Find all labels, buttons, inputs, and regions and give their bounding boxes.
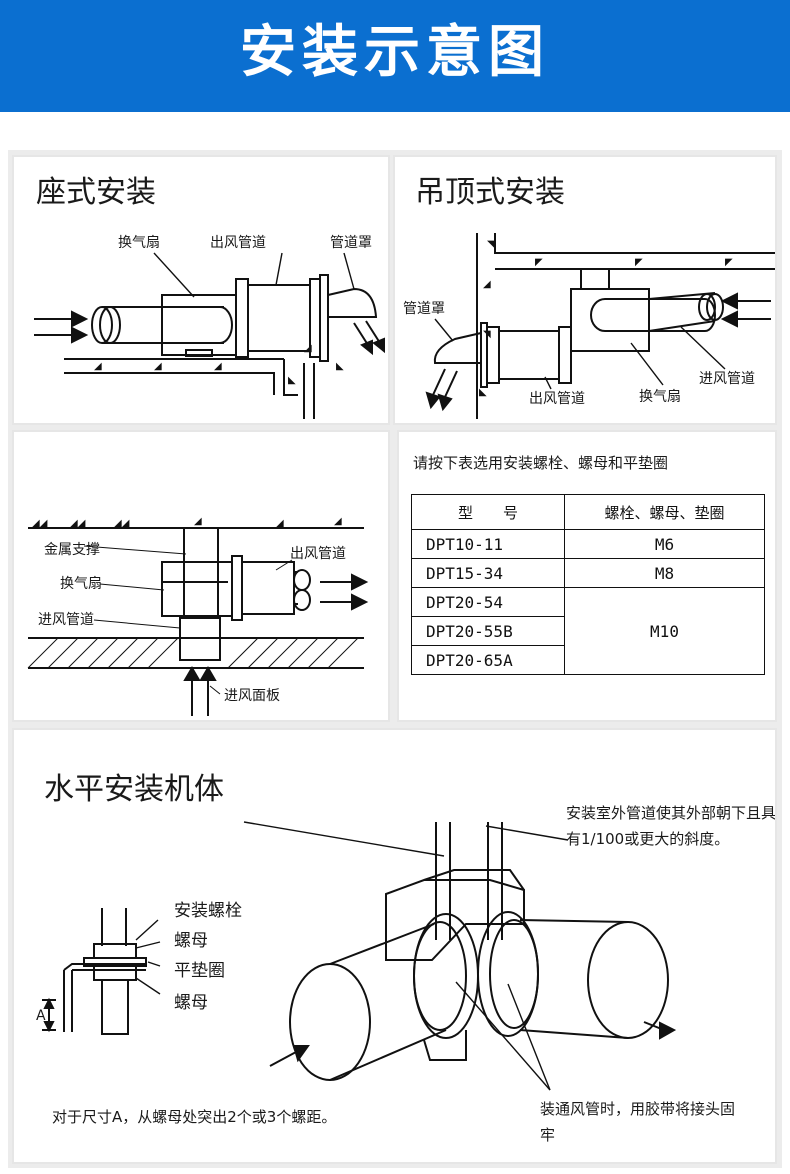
panel-spec-table: 请按下表选用安装螺栓、螺母和平垫圈 型 号 螺栓、螺母、垫圈 DPT10-11 … <box>397 430 777 722</box>
svg-text:◤: ◤ <box>535 257 543 268</box>
note-slope: 安装室外管道使其外部朝下且具有1/100或更大的斜度。 <box>566 804 777 848</box>
table-header-model: 型 号 <box>411 494 565 530</box>
svg-text:◢: ◢ <box>194 516 202 527</box>
table-cell-model: DPT10-11 <box>411 529 565 559</box>
panel-title: 座式安装 <box>36 175 156 210</box>
panel-support-install: ◢◢◢◢◢◢ ◢◢◢ 金属支撑 换气扇 进风管道 出风管道 进风面板 <box>12 430 390 722</box>
table-caption: 请按下表选用安装螺栓、螺母和平垫圈 <box>413 454 669 472</box>
label-fan: 换气扇 <box>639 389 681 405</box>
note-tape: 装通风管时，用胶带将接头固牢 <box>540 1100 736 1144</box>
support-install-drawing: ◢◢◢◢◢◢ ◢◢◢ <box>27 516 369 716</box>
panel-ceiling-install: 吊顶式安装 <box>393 155 777 425</box>
table-cell-model: DPT20-54 <box>411 587 565 617</box>
svg-text:◣: ◣ <box>288 375 296 386</box>
label-outlet-duct: 出风管道 <box>290 546 346 562</box>
svg-text:◢: ◢ <box>276 518 284 529</box>
table-cell-spec: M6 <box>564 529 765 559</box>
note-dimension-a: 对于尺寸A，从螺母处突出2个或3个螺距。 <box>52 1108 337 1126</box>
label-dim-a: A <box>36 1008 46 1024</box>
svg-text:◢◢: ◢◢ <box>70 518 86 529</box>
label-outlet-duct: 出风管道 <box>529 391 585 407</box>
table-cell-spec: M8 <box>564 558 765 588</box>
svg-text:◢: ◢ <box>304 343 312 354</box>
label-metal-support: 金属支撑 <box>44 542 100 558</box>
label-outlet-duct: 出风管道 <box>210 235 266 251</box>
svg-text:◥: ◥ <box>483 329 491 340</box>
label-inlet-duct: 进风管道 <box>699 371 755 387</box>
table-cell-model: DPT20-55B <box>411 616 565 646</box>
panel-title: 水平安装机体 <box>44 772 224 807</box>
label-duct-hood: 管道罩 <box>403 301 445 317</box>
table-row: DPT15-34 M8 <box>411 558 765 588</box>
label-fan: 换气扇 <box>118 235 160 251</box>
panel-floor-install: 座式安装 <box>12 155 390 425</box>
table-row: DPT20-65A <box>411 645 765 675</box>
svg-text:◣: ◣ <box>479 387 487 398</box>
svg-text:◢: ◢ <box>154 361 162 372</box>
table-row: DPT10-11 M6 <box>411 529 765 559</box>
panel-horizontal-install: 水平安装机体 <box>12 728 777 1164</box>
svg-text:◤: ◤ <box>725 257 733 268</box>
svg-text:◥: ◥ <box>487 239 495 250</box>
horizontal-install-drawing <box>42 821 677 1091</box>
table-cell-spec: M10 <box>564 587 765 675</box>
label-nut-top: 螺母 <box>174 931 208 951</box>
svg-text:◤: ◤ <box>635 257 643 268</box>
table-row: DPT20-54 M10 <box>411 587 765 675</box>
table-cell-model: DPT15-34 <box>411 558 565 588</box>
label-inlet-duct: 进风管道 <box>38 612 94 628</box>
ceiling-install-drawing: ◥ ◢ ◥ ◤ ◤ ◤ ◣ <box>425 233 775 419</box>
label-duct-hood: 管道罩 <box>330 235 372 251</box>
svg-text:◢: ◢ <box>483 279 491 290</box>
spec-table: 型 号 螺栓、螺母、垫圈 DPT10-11 M6 DPT15-34 M8 DPT… <box>411 494 765 675</box>
header-banner: 安装示意图 <box>0 0 790 112</box>
panel-title: 吊顶式安装 <box>415 175 565 210</box>
label-washer: 平垫圈 <box>174 961 225 981</box>
svg-text:◢: ◢ <box>334 516 342 527</box>
table-cell-model: DPT20-65A <box>411 645 565 675</box>
label-bolt: 安装螺栓 <box>174 901 242 921</box>
table-header-spec: 螺栓、螺母、垫圈 <box>564 494 765 530</box>
label-nut-bottom: 螺母 <box>174 993 208 1013</box>
table-row: DPT20-55B <box>411 616 765 646</box>
page-title: 安装示意图 <box>240 20 550 85</box>
svg-text:◢◢: ◢◢ <box>114 518 130 529</box>
svg-text:◣: ◣ <box>336 361 344 372</box>
svg-text:◢◢: ◢◢ <box>32 518 48 529</box>
svg-text:◢: ◢ <box>214 361 222 372</box>
svg-text:◢: ◢ <box>94 361 102 372</box>
label-fan: 换气扇 <box>60 576 102 592</box>
label-inlet-panel: 进风面板 <box>224 688 280 704</box>
floor-install-drawing: ◢ ◢ ◢ ◣ ◢ ◣ <box>34 252 385 419</box>
